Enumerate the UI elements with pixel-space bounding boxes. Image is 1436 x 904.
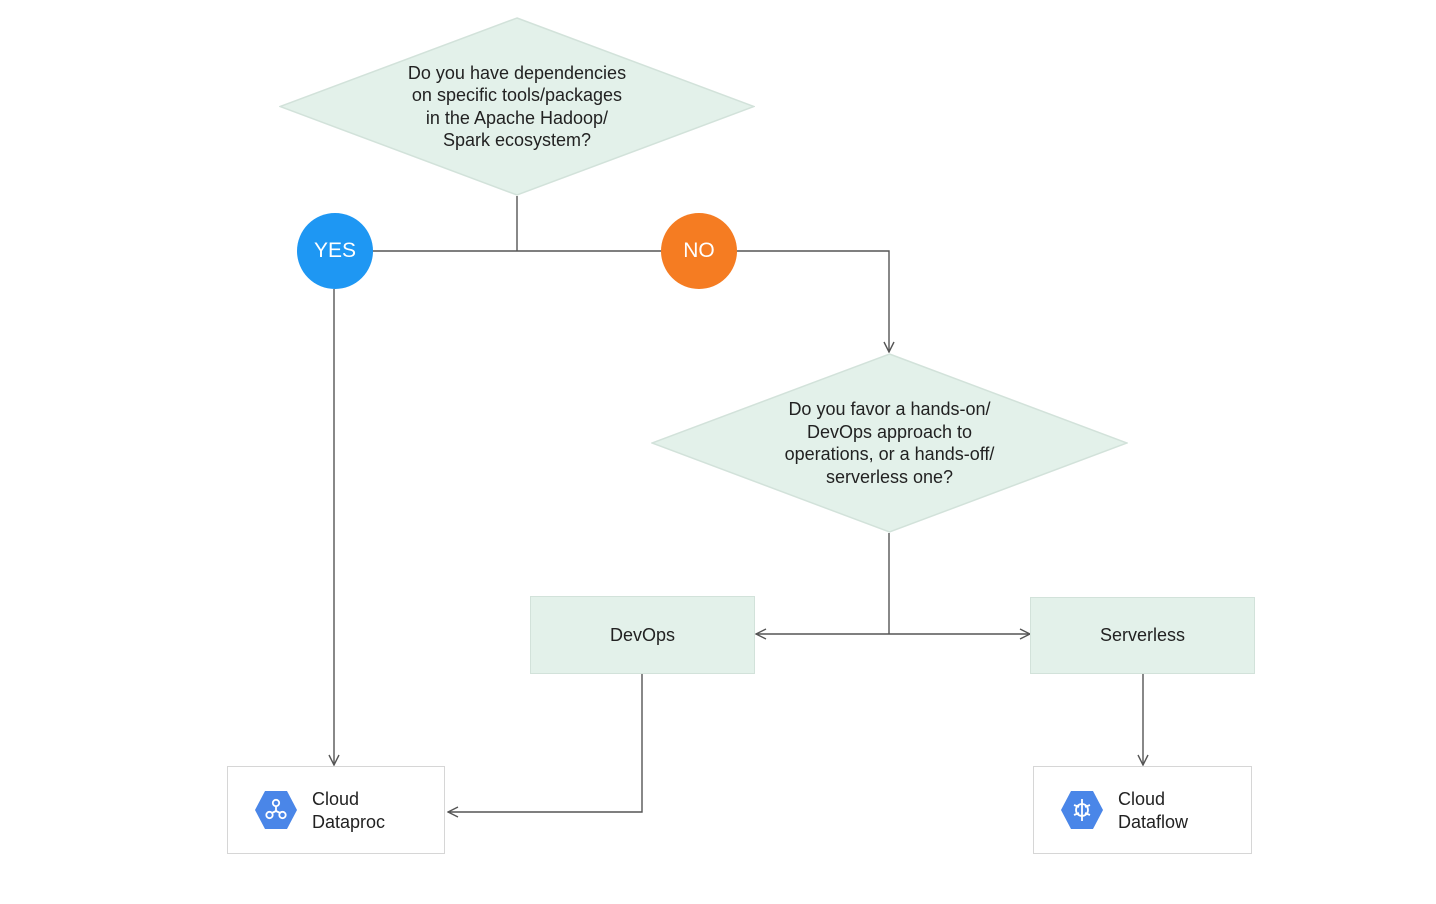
devops-label: DevOps bbox=[609, 624, 676, 645]
decision2-line-2: DevOps approach to bbox=[806, 421, 973, 442]
dataproc-label: Cloud Dataproc bbox=[312, 788, 385, 834]
cloud-dataflow-card: Cloud Dataflow bbox=[1033, 766, 1252, 854]
decision2-line-1: Do you favor a hands-on/ bbox=[788, 399, 991, 419]
serverless-box: Serverless bbox=[1030, 597, 1255, 674]
serverless-label: Serverless bbox=[1099, 625, 1186, 645]
dataflow-label-line-1: Cloud bbox=[1118, 789, 1166, 809]
decision2-line-4: serverless one? bbox=[825, 466, 954, 487]
no-circle: NO bbox=[661, 213, 737, 289]
decision1-line-3: in the Apache Hadoop/ bbox=[425, 107, 609, 128]
dataproc-icon bbox=[255, 791, 297, 829]
yes-label: YES bbox=[313, 239, 357, 262]
decision1-line-1: Do you have dependencies bbox=[407, 62, 627, 83]
decision2-line-3: operations, or a hands-off/ bbox=[784, 444, 995, 464]
dataproc-label-line-2: Dataproc bbox=[312, 812, 386, 832]
cloud-dataproc-card: Cloud Dataproc bbox=[227, 766, 445, 854]
decision1-line-4: Spark ecosystem? bbox=[442, 130, 592, 150]
decision-diamond-shape bbox=[279, 17, 755, 196]
connector-devops-to-dataproc bbox=[448, 674, 643, 812]
dataproc-label-line-1: Cloud bbox=[312, 789, 360, 809]
no-label: NO bbox=[683, 239, 715, 262]
yes-circle: YES bbox=[297, 213, 373, 289]
decision-hadoop-dependencies: Do you have dependencies on specific too… bbox=[279, 17, 755, 196]
decision2-text: Do you favor a hands-on/ DevOps approach… bbox=[785, 398, 995, 488]
dataflow-label-line-2: Dataflow bbox=[1118, 812, 1189, 832]
decision1-line-2: on specific tools/packages bbox=[411, 85, 623, 105]
devops-box: DevOps bbox=[530, 596, 755, 674]
decision-diamond-shape bbox=[651, 353, 1128, 533]
decision-devops-or-serverless: Do you favor a hands-on/ DevOps approach… bbox=[651, 353, 1128, 533]
dataflow-icon bbox=[1061, 791, 1103, 829]
decision1-text: Do you have dependencies on specific too… bbox=[408, 62, 626, 152]
connector-no-to-decision2 bbox=[736, 250, 889, 352]
dataflow-label: Cloud Dataflow bbox=[1118, 788, 1188, 834]
